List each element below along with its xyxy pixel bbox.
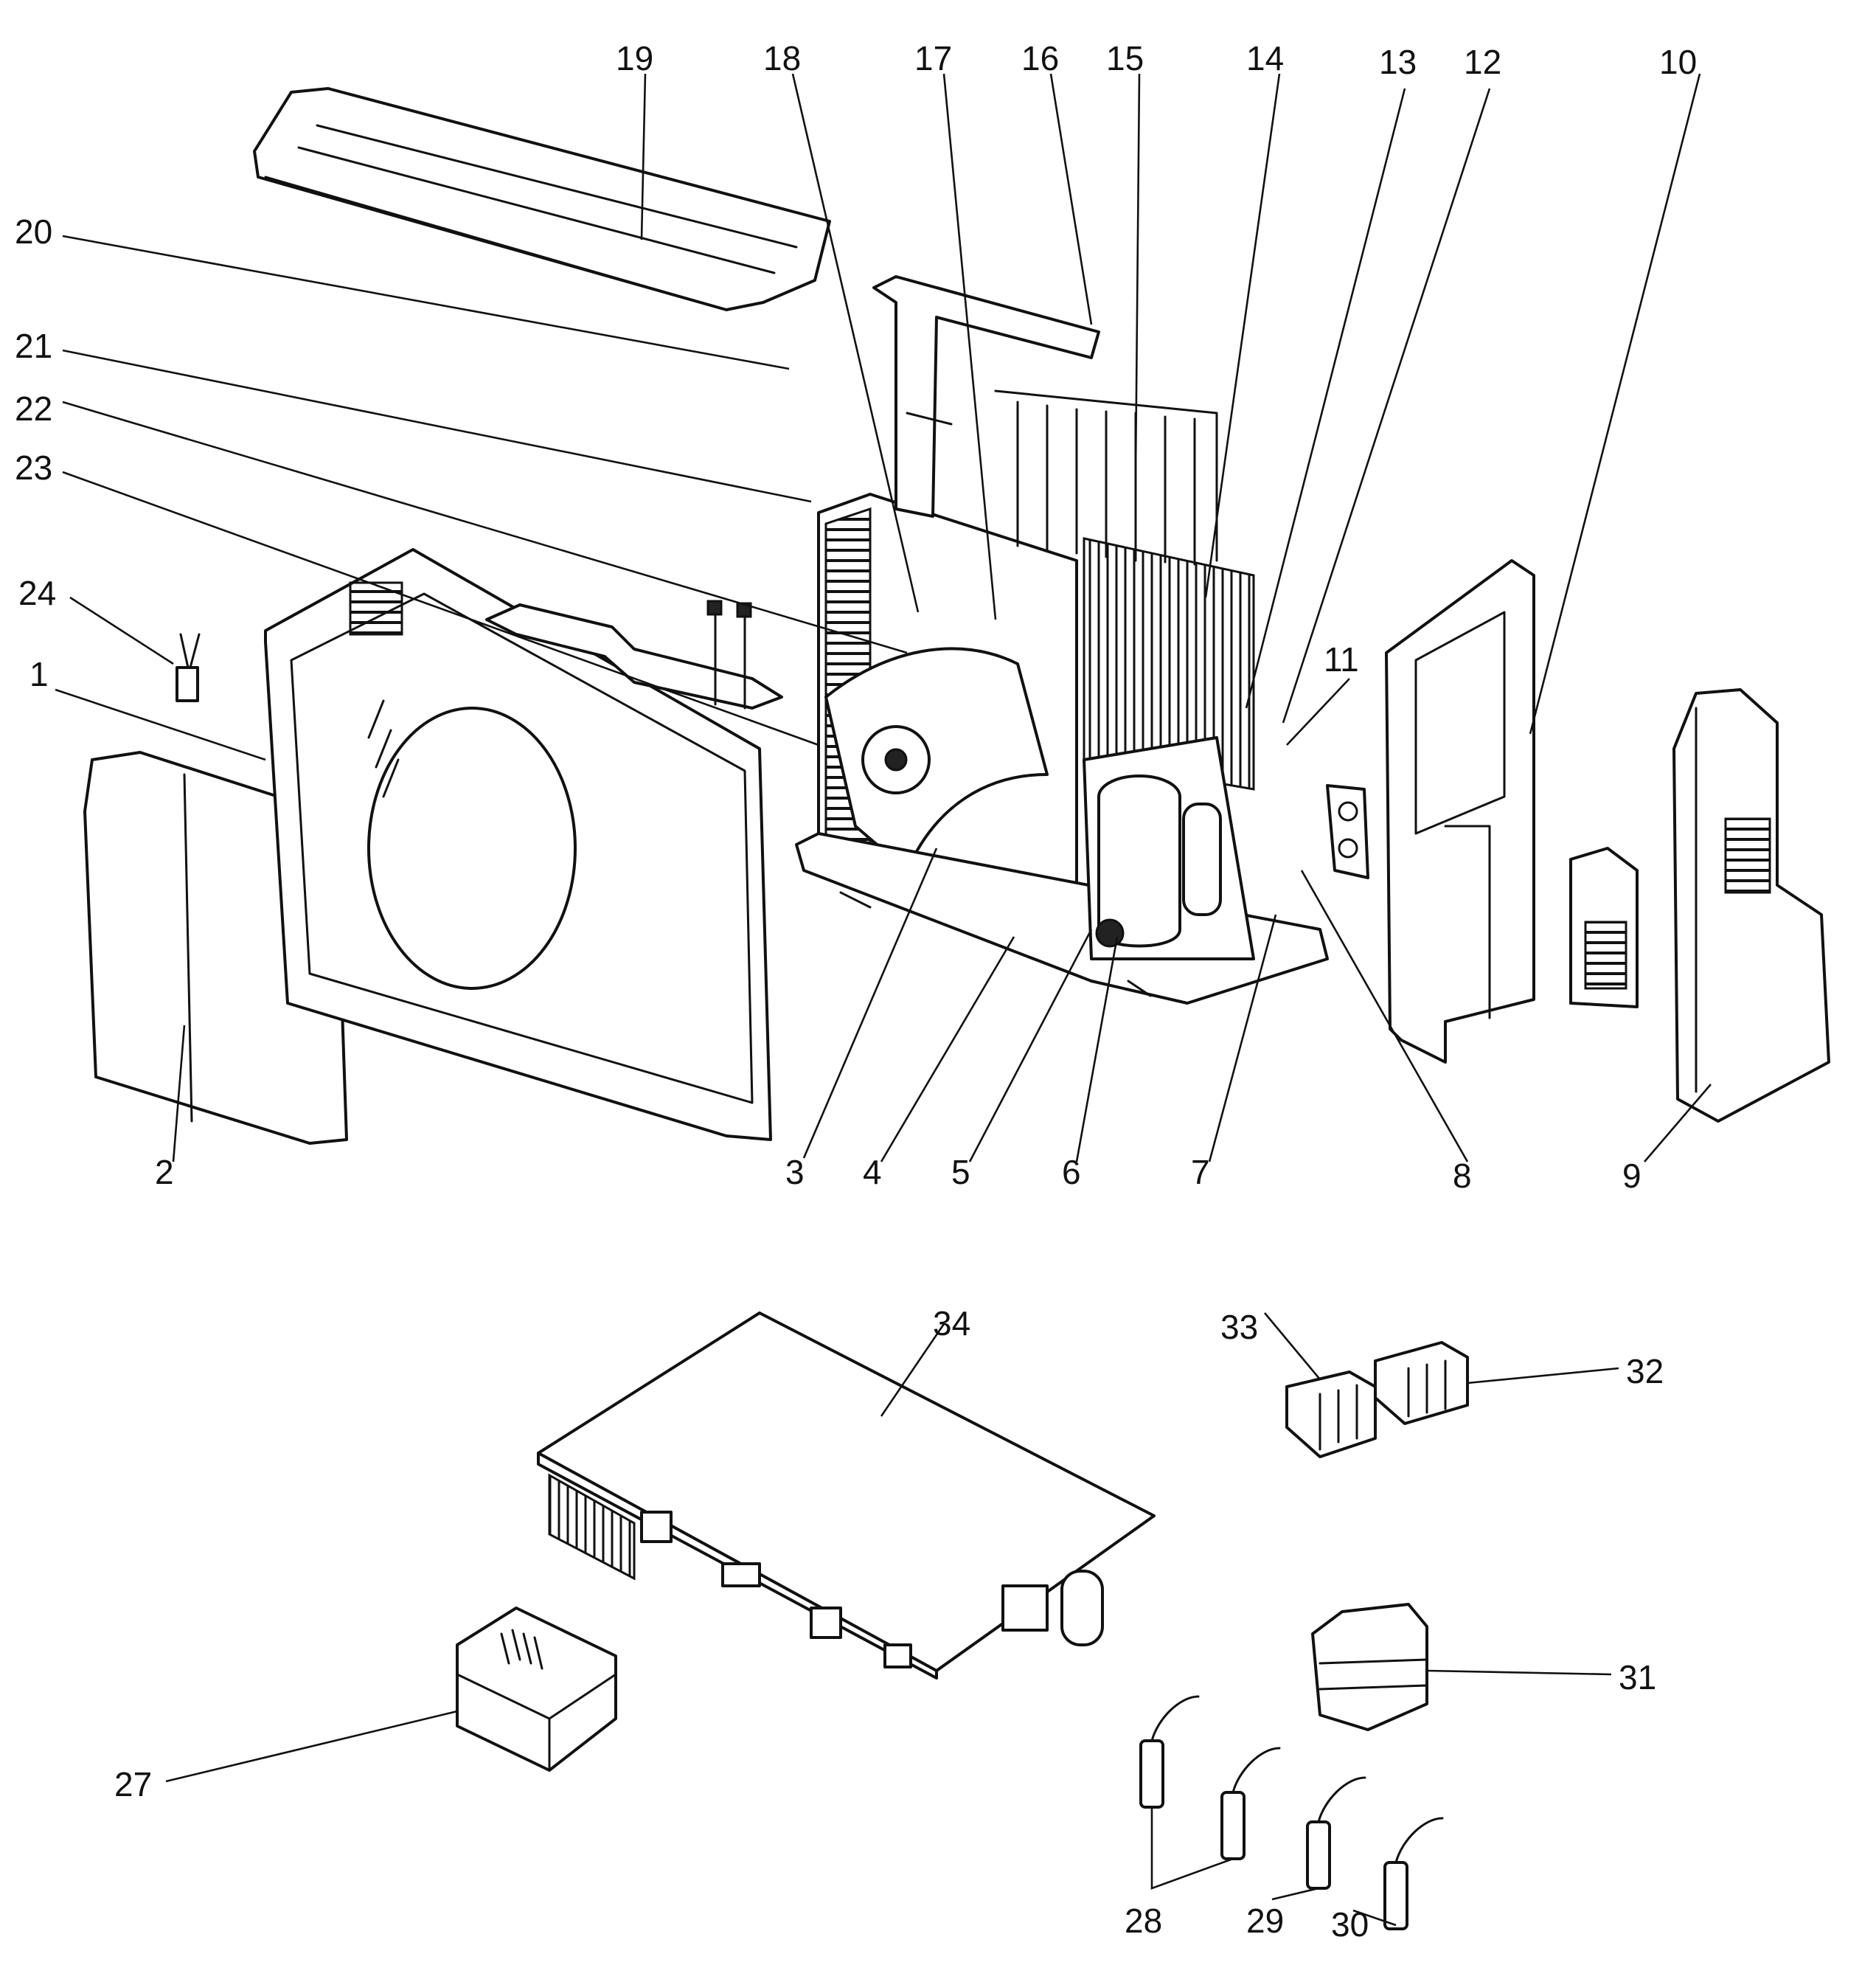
callout-22: 22: [15, 389, 52, 428]
callout-30: 30: [1331, 1905, 1369, 1944]
compressor: [1083, 736, 1255, 960]
front-panel: [264, 548, 772, 1141]
small-cover: [1569, 847, 1639, 1008]
sensor-30: [1383, 1817, 1444, 1930]
control-board: [537, 1311, 1156, 1680]
callout-27: 27: [114, 1765, 152, 1803]
leader-lines: [55, 73, 1712, 1927]
callout-12: 12: [1464, 43, 1501, 81]
side-panel: [1385, 559, 1535, 1064]
callout-15: 15: [1106, 39, 1144, 77]
callout-21: 21: [15, 327, 52, 365]
callout-13: 13: [1379, 43, 1417, 81]
callout-14: 14: [1246, 39, 1284, 77]
callout-17: 17: [914, 39, 952, 77]
motor-bracket: [872, 275, 1100, 518]
callout-28: 28: [1125, 1902, 1162, 1940]
callout-32: 32: [1626, 1352, 1664, 1390]
terminal-block-32: [1374, 1341, 1469, 1425]
transformer: [456, 1607, 617, 1772]
top-cover: [253, 87, 831, 311]
sensor-24: [176, 633, 201, 702]
callout-8: 8: [1453, 1157, 1472, 1195]
callout-3: 3: [785, 1153, 805, 1191]
callout-29: 29: [1246, 1902, 1284, 1940]
callout-18: 18: [763, 39, 801, 77]
pipe-assembly: [485, 600, 783, 710]
service-cover: [1672, 688, 1830, 1123]
callout-7: 7: [1191, 1153, 1210, 1191]
callout-31: 31: [1619, 1658, 1656, 1697]
reactor: [1311, 1603, 1428, 1731]
callout-6: 6: [1062, 1153, 1081, 1191]
terminal-block-33: [1285, 1370, 1377, 1458]
callout-4: 4: [863, 1153, 882, 1191]
callout-10: 10: [1659, 43, 1697, 81]
callout-34: 34: [933, 1304, 970, 1342]
callout-24: 24: [18, 574, 56, 612]
callout-labels: 1 2 3 4 5 6 7 8 9 10 11 12 13 14 15 16 1…: [15, 39, 1697, 1944]
valve-plate: [1326, 784, 1369, 879]
fan-blade: [824, 647, 1049, 872]
callout-16: 16: [1021, 39, 1059, 77]
sensor-28a: [1139, 1695, 1200, 1809]
callout-2: 2: [155, 1153, 174, 1191]
callout-1: 1: [29, 655, 49, 693]
callout-23: 23: [15, 448, 52, 487]
callout-20: 20: [15, 212, 52, 251]
callout-11: 11: [1324, 640, 1359, 679]
callout-33: 33: [1220, 1308, 1258, 1346]
callout-9: 9: [1622, 1157, 1642, 1195]
sensor-29: [1306, 1776, 1366, 1890]
sensor-28b: [1220, 1747, 1281, 1860]
callout-5: 5: [951, 1153, 970, 1191]
callout-19: 19: [616, 39, 653, 77]
